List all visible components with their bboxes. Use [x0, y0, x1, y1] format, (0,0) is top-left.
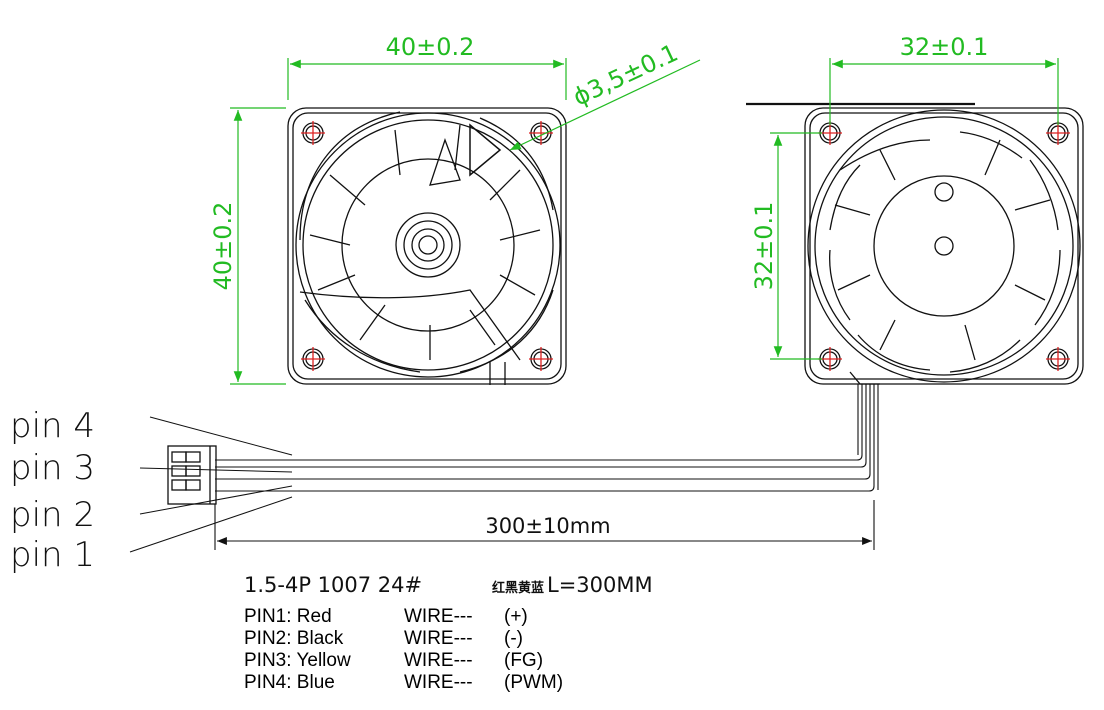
- cable: [215, 384, 879, 492]
- connector: [167, 445, 217, 505]
- front-hub: [341, 158, 515, 332]
- pin-2-label: pin 2: [10, 495, 95, 535]
- wire-signal: (PWM): [504, 672, 564, 693]
- cable-spec-colors: 红黑黄蓝: [492, 580, 544, 596]
- wire-pin: PIN3: Yellow: [244, 650, 351, 671]
- pin-4-label: pin 4: [10, 406, 95, 446]
- cable-length-dim-lines: [214, 500, 875, 550]
- pin-3-label: pin 3: [10, 448, 95, 488]
- wire-pin: PIN2: Black: [244, 628, 344, 649]
- cable-spec-length: L=300MM: [547, 573, 653, 597]
- wire-row-pin4: PIN4: Blue WIRE--- (PWM): [244, 672, 563, 694]
- wire-row-pin2: PIN2: Black WIRE--- (-): [244, 628, 563, 650]
- wire-label: WIRE---: [404, 672, 473, 693]
- pin-1-label: pin 1: [10, 535, 95, 575]
- wire-signal: (FG): [504, 650, 544, 671]
- wire-label: WIRE---: [404, 606, 473, 627]
- wire-signal: (-): [504, 628, 523, 649]
- wire-row-pin1: PIN1: Red WIRE--- (+): [244, 606, 563, 628]
- wire-pin: PIN4: Blue: [244, 672, 335, 693]
- front-fan-blades: [299, 111, 554, 373]
- front-view: [287, 107, 567, 385]
- rear-fan-blades: [829, 131, 1061, 373]
- cable-spec-main: 1.5-4P 1007 24#: [244, 573, 422, 597]
- wire-pin: PIN1: Red: [244, 606, 332, 627]
- front-fan-opening: [295, 112, 561, 378]
- wire-label: WIRE---: [404, 650, 473, 671]
- pin-leaders: [129, 416, 293, 553]
- hole-diameter-dim: ϕ3,5±0.1: [569, 39, 683, 112]
- rear-dimensions: [770, 58, 1059, 360]
- wire-label: WIRE---: [404, 628, 473, 649]
- wire-row-pin3: PIN3: Yellow WIRE--- (FG): [244, 650, 563, 672]
- front-width-dim: 40±0.2: [386, 33, 475, 61]
- front-frame: [287, 107, 567, 385]
- rear-fan-opening: [807, 109, 1081, 383]
- hole-spacing-horizontal-dim: 32±0.1: [900, 33, 989, 61]
- rear-view: [746, 102, 1084, 385]
- cable-length-dim: 300±10mm: [485, 514, 610, 538]
- rear-frame: [804, 107, 1084, 385]
- hole-spacing-vertical-dim: 32±0.1: [750, 202, 778, 291]
- front-dimensions: [230, 58, 701, 385]
- front-strut: [469, 123, 502, 177]
- wire-signal: (+): [504, 606, 528, 627]
- rear-hub: [873, 175, 1015, 317]
- front-height-dim: 40±0.2: [209, 202, 237, 291]
